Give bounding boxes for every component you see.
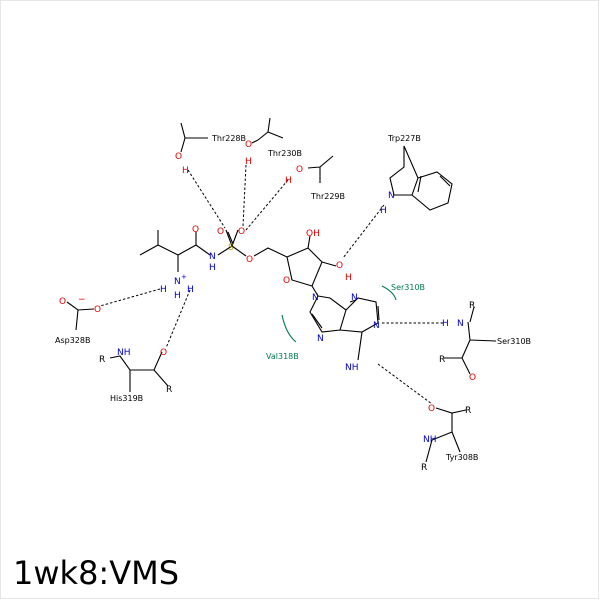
atom-labels: O H O H O H N H O O S N H O O H N + H H …: [59, 140, 476, 473]
residue-label-ser310-hydrophobic: Ser310B: [391, 283, 425, 292]
hydrogen-bonds: [99, 164, 444, 405]
tyr308-r-group-2: R: [421, 463, 427, 473]
valine-carbonyl-oxygen: O: [192, 225, 199, 235]
sulfamide-nitrogen: N: [209, 252, 216, 262]
adenine-n9: N: [312, 293, 319, 303]
asp328-charge: −: [78, 295, 86, 305]
residue-label-asp328: Asp328B: [55, 336, 90, 345]
his319-nitrogen: NH: [117, 348, 131, 358]
residue-labels: Thr228B Thr230B Thr229B Trp227B Ser310B …: [55, 134, 531, 462]
tyr308-carbonyl-oxygen: O: [428, 404, 435, 414]
thr228-hydrogen: H: [182, 166, 189, 176]
ammonium-hydrogen-bottom: H: [174, 291, 181, 301]
sulfonyl-oxygen-2: O: [238, 227, 245, 237]
residue-label-val318: Val318B: [266, 352, 299, 361]
adenine-n7: N: [317, 334, 324, 344]
ammonium-charge: +: [181, 273, 187, 281]
his319-r-group-2: R: [166, 385, 172, 395]
ammonium-hydrogen-left: H: [160, 285, 167, 295]
thr229-oxygen: O: [296, 165, 303, 175]
hydrophobic-contacts: [281, 285, 397, 343]
diagram-title: 1wk8:VMS: [13, 554, 179, 592]
thr228-oxygen: O: [175, 152, 182, 162]
amine-nitrogen: NH: [345, 363, 359, 373]
residue-label-ser310: Ser310B: [497, 337, 531, 346]
residue-label-thr230: Thr230B: [267, 149, 302, 158]
adenine-n1: N: [373, 321, 380, 331]
ribose-oxygen-2: O: [336, 261, 343, 271]
residue-label-tyr308: Tyr308B: [445, 453, 478, 462]
ser310-r-group: R: [469, 301, 475, 311]
his319-carbonyl-oxygen: O: [160, 348, 167, 358]
ribose-ring-oxygen: O: [283, 276, 290, 286]
adenine-n3: N: [351, 293, 358, 303]
residue-label-trp227: Trp227B: [387, 134, 421, 143]
residue-label-his319: His319B: [110, 394, 143, 403]
ammonium-hydrogen-right: H: [187, 285, 194, 295]
sulfonyl-oxygen-1: O: [217, 227, 224, 237]
residue-label-thr228: Thr228B: [211, 134, 246, 143]
asp328-oxygen-1: O: [59, 297, 66, 307]
ester-oxygen: O: [246, 255, 253, 265]
thr229-hydrogen: H: [285, 176, 292, 186]
residue-label-thr229: Thr229B: [310, 192, 345, 201]
thr230-hydrogen: H: [245, 157, 252, 167]
bonds: [66, 117, 497, 463]
trp227-hydrogen: H: [380, 206, 387, 216]
tyr308-nitrogen: NH: [423, 435, 437, 445]
ammonium-nitrogen: N: [174, 277, 181, 287]
ribose-hydroxyl-hydrogen: H: [345, 273, 352, 283]
sulfamide-hydrogen: H: [209, 263, 216, 273]
trp227-nitrogen: N: [388, 191, 395, 201]
ser310-hydrogen: H: [442, 319, 449, 329]
sulfur-atom: S: [228, 243, 234, 253]
ser310-carbonyl-oxygen: O: [469, 373, 476, 383]
tyr308-r-group: R: [465, 406, 471, 416]
asp328-oxygen-2: O: [94, 305, 101, 315]
thr230-oxygen: O: [245, 140, 252, 150]
ribose-hydroxyl: OH: [306, 229, 320, 239]
ser310-r-group-2: R: [439, 355, 445, 365]
ser310-nitrogen: N: [457, 319, 464, 329]
his319-r-group: R: [99, 355, 105, 365]
